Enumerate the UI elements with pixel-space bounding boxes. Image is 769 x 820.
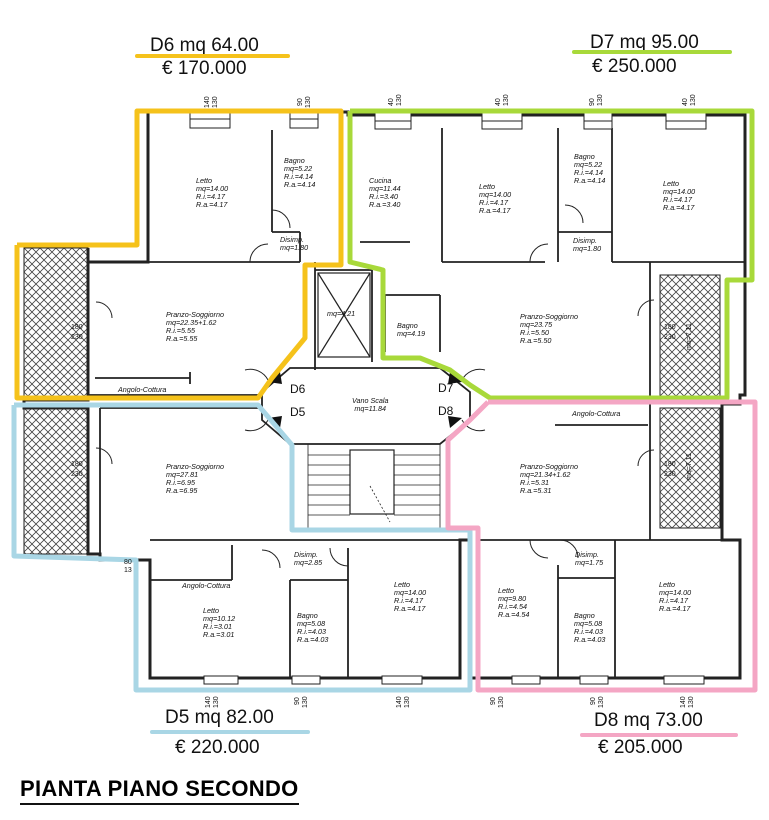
door-swings xyxy=(95,204,655,569)
dim-w140: 140 xyxy=(680,696,687,708)
dim-w130: 130 xyxy=(598,696,605,708)
dim-b180: 180 xyxy=(71,324,83,331)
dim-w90: 90 xyxy=(590,697,597,705)
dim-b230: 230 xyxy=(71,471,83,478)
dim-w140: 140 xyxy=(205,696,212,708)
balcony-east-upper xyxy=(659,274,721,398)
dim-w90: 90 xyxy=(294,697,301,705)
dim-w130: 130 xyxy=(212,96,219,108)
dim-b180: 180 xyxy=(664,461,676,468)
room-d6-disimp: Disimp.mq=1.80 xyxy=(280,235,309,252)
dim-b230: 230 xyxy=(71,334,83,341)
page-title: PIANTA PIANO SECONDO xyxy=(20,776,299,805)
room-d7-disimp: Disimp.mq=1.80 xyxy=(573,236,602,253)
dim-s13: 13 xyxy=(124,567,132,574)
unit-d6-title: D6 mq 64.00 xyxy=(150,35,259,56)
balcony-area: mq=7.11 xyxy=(686,323,693,350)
dim-w90: 90 xyxy=(490,697,497,705)
dim-b230: 230 xyxy=(664,471,676,478)
unit-d8-price: € 205.000 xyxy=(598,737,683,758)
dim-w130: 130 xyxy=(690,94,697,106)
unit-d8-title: D8 mq 73.00 xyxy=(594,710,703,731)
room-d5-disimp: Disimp.mq=2.85 xyxy=(294,550,323,567)
dim-s80: 80 xyxy=(124,559,132,566)
dim-w130: 130 xyxy=(498,696,505,708)
unit-d5-outline xyxy=(11,402,473,693)
dim-b230: 230 xyxy=(664,334,676,341)
staircase xyxy=(307,443,441,531)
unit-d7-tag: D7 xyxy=(438,381,454,395)
room-d8-angolo-cottura: Angolo-Cottura xyxy=(572,409,621,418)
dim-w90: 90 xyxy=(589,98,596,106)
unit-d7-outline xyxy=(347,108,755,401)
dim-w130: 130 xyxy=(305,96,312,108)
room-d5-angolo-cottura: Angolo-Cottura xyxy=(182,581,231,590)
unit-d6-price: € 170.000 xyxy=(162,58,247,79)
dim-b180: 180 xyxy=(71,461,83,468)
room-d6-angolo-cottura: Angolo-Cottura xyxy=(118,385,167,394)
unit-d5-tag: D5 xyxy=(290,405,306,419)
dim-w130: 130 xyxy=(404,696,411,708)
dim-w140: 140 xyxy=(204,96,211,108)
dim-w40: 40 xyxy=(682,98,689,106)
windows xyxy=(189,109,707,685)
dim-w40: 40 xyxy=(388,98,395,106)
balcony-west-lower xyxy=(23,407,89,555)
unit-d5-underline xyxy=(150,730,310,734)
dim-w40: 40 xyxy=(495,98,502,106)
unit-d6-tag: D6 xyxy=(290,382,306,396)
balcony-east-lower xyxy=(659,407,721,529)
unit-d8-outline xyxy=(445,399,758,693)
dim-b180: 180 xyxy=(664,324,676,331)
unit-d7-underline xyxy=(572,50,732,54)
unit-d7-price: € 250.000 xyxy=(592,56,677,77)
unit-d8-underline xyxy=(580,733,738,737)
unit-d7-title: D7 mq 95.00 xyxy=(590,32,699,53)
dim-w90: 90 xyxy=(297,98,304,106)
unit-d6-outline xyxy=(14,108,344,401)
room-d8-disimp: Disimp.mq=1.75 xyxy=(575,550,604,567)
dim-w130: 130 xyxy=(688,696,695,708)
dim-w130: 130 xyxy=(597,94,604,106)
unit-d5-title: D5 mq 82.00 xyxy=(165,707,274,728)
dim-w130: 130 xyxy=(302,696,309,708)
unit-d8-tag: D8 xyxy=(438,404,454,418)
dim-w30: 130 xyxy=(396,94,403,106)
balcony-west-upper xyxy=(23,247,89,397)
dim-w140: 140 xyxy=(396,696,403,708)
elevator-shaft xyxy=(317,272,371,358)
dim-w130: 130 xyxy=(503,94,510,106)
unit-d5-price: € 220.000 xyxy=(175,737,260,758)
elevator-area: mq=4.21 xyxy=(327,309,356,318)
unit-d6-underline xyxy=(135,54,290,58)
dim-w130: 130 xyxy=(213,696,220,708)
balcony-area: mq=7.11 xyxy=(686,453,693,480)
